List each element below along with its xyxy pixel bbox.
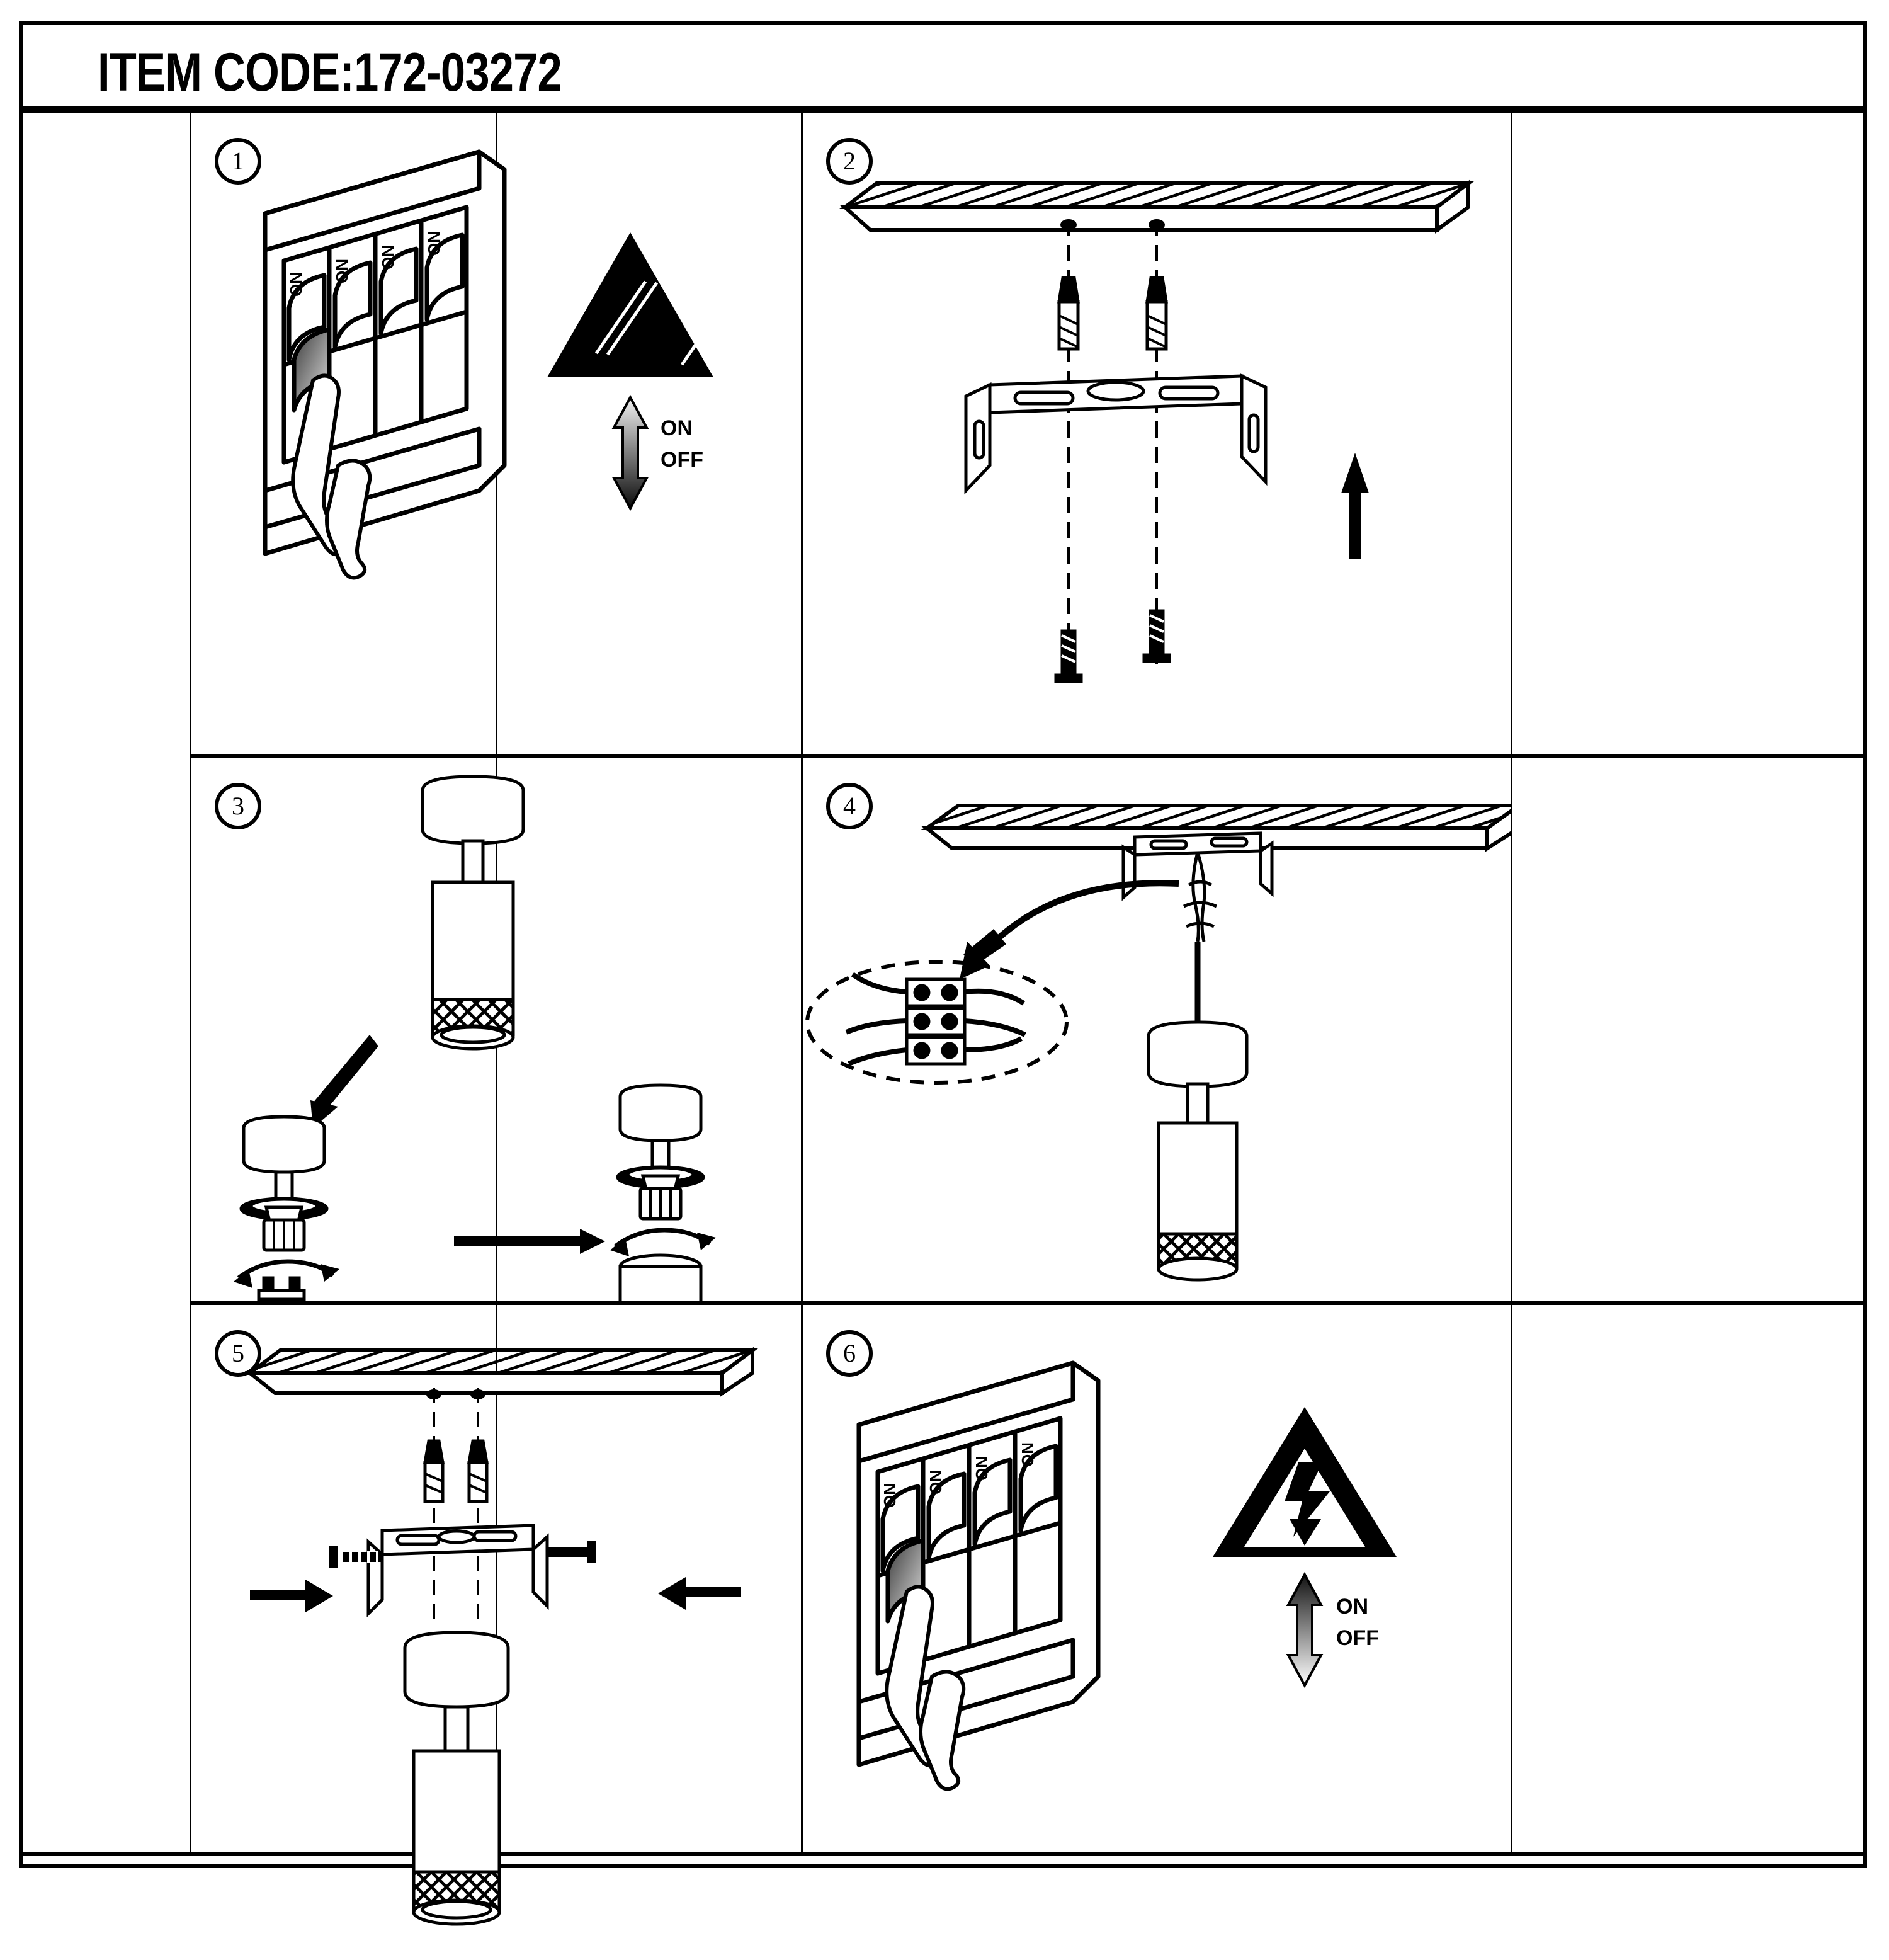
grid-divider-vertical-3: [801, 113, 803, 1852]
side-screw-right: [546, 1541, 596, 1563]
step-1-illustration: ON ON ON ON: [190, 113, 801, 754]
wire-bundle: [1183, 852, 1218, 1022]
step-2-illustration: [801, 113, 1511, 754]
grid-divider-horizontal-1: [190, 754, 1863, 758]
switch-label-2: ON: [926, 1470, 945, 1495]
mounted-bracket: [1121, 831, 1274, 901]
grid-divider-vertical-4: [1511, 113, 1512, 1852]
step-panel-5: 5: [190, 1305, 801, 1960]
step-marker-2: 2: [826, 138, 873, 185]
gu10-reflector-bulb-icon: [257, 1276, 306, 1301]
step-marker-4: 4: [826, 783, 873, 829]
screw-icon-2: [1142, 609, 1171, 663]
rocker-switches: [286, 232, 465, 413]
solid-black-triangle-icon: [547, 232, 713, 377]
wall-plug-icon-1: [423, 1439, 445, 1503]
screw-icon-1: [1054, 629, 1083, 683]
arrow-label-on: ON: [1336, 1595, 1368, 1619]
electrical-hazard-triangle-icon: [1213, 1407, 1397, 1557]
finger-icon: [291, 373, 372, 580]
switch-label-4: ON: [1018, 1442, 1037, 1467]
grid-bottom-rule: [23, 1852, 1863, 1856]
finger-icon: [885, 1585, 966, 1791]
arrow-label-off: OFF: [1336, 1626, 1379, 1650]
arrow-label-on: ON: [661, 416, 693, 440]
rotate-arrow-icon-left: [234, 1259, 339, 1288]
ceiling-hole-marks: [426, 1389, 485, 1399]
diagonal-insert-arrow-icon: [310, 1035, 378, 1128]
cylinder-spotlight: [403, 1631, 510, 1926]
dashed-ellipse-callout: [805, 960, 1069, 1085]
right-arrow-icon: [250, 1580, 333, 1612]
step-5-illustration: [190, 1305, 801, 1960]
u-shaped-mounting-bracket: [964, 373, 1268, 495]
switch-label-2: ON: [332, 259, 351, 283]
hanging-spotlight: [1147, 1020, 1249, 1282]
switch-label-3: ON: [378, 245, 397, 270]
step-panel-3: 3: [190, 758, 801, 1301]
curved-callout-arrow-icon: [981, 880, 1179, 955]
step-panel-6: 6: [801, 1305, 1511, 1960]
hatched-ceiling-slab: [921, 804, 1511, 852]
grid-divider-horizontal-2: [190, 1301, 1863, 1305]
step-3-illustration: [190, 758, 801, 1301]
wall-plug-icon-2: [467, 1439, 489, 1503]
lamp-holder-left: [239, 1115, 329, 1252]
rotate-arrow-icon-right: [610, 1228, 716, 1256]
curved-callout-arrowhead: [960, 929, 1006, 979]
rocker-switches: [880, 1444, 1058, 1624]
arrow-label-off: OFF: [661, 448, 703, 472]
grid-divider-vertical-1: [190, 113, 191, 1852]
switch-label-1: ON: [880, 1483, 899, 1508]
cylinder-body-right: [618, 1253, 703, 1301]
mounted-bracket: [366, 1524, 549, 1618]
left-arrow-icon: [658, 1577, 741, 1610]
step-marker-6: 6: [826, 1330, 873, 1377]
wall-plug-icon-1: [1057, 276, 1080, 351]
switch-on-labels: ON ON ON ON: [286, 231, 443, 297]
arrow-state-labels: ON OFF: [1336, 1595, 1379, 1650]
switch-label-4: ON: [424, 231, 443, 256]
solid-up-arrow-icon: [1341, 453, 1369, 559]
step-marker-1: 1: [215, 138, 261, 185]
step-6-illustration: ON ON ON ON: [801, 1305, 1511, 1960]
side-screw-left: [329, 1546, 382, 1568]
arrow-state-labels: ON OFF: [661, 416, 703, 472]
page-title: ITEM CODE:172-03272: [98, 42, 562, 103]
step-panel-4: 4: [801, 758, 1511, 1301]
hatched-ceiling-slab: [839, 179, 1474, 234]
ceiling-hole-marks: [1060, 219, 1165, 231]
steps-grid: 1: [23, 113, 1863, 1926]
double-headed-vertical-arrow-icon: [611, 394, 649, 511]
step-marker-3: 3: [215, 783, 261, 829]
assembly-axis-lines: [433, 1388, 479, 1620]
lamp-holder-right: [616, 1083, 705, 1221]
switch-on-labels: ON ON ON ON: [880, 1442, 1037, 1508]
wall-plug-icon-2: [1145, 276, 1168, 351]
switch-label-1: ON: [286, 272, 305, 297]
instruction-sheet: ITEM CODE:172-03272 1: [19, 21, 1867, 1926]
switch-label-3: ON: [972, 1456, 991, 1481]
hatched-ceiling-slab: [244, 1347, 758, 1397]
three-way-terminal-block: [905, 977, 967, 1066]
double-headed-vertical-arrow-icon: [1286, 1571, 1324, 1689]
step-panel-1: 1: [190, 113, 801, 754]
terminal-wires: [845, 972, 1026, 1066]
assembled-spotlight: [421, 775, 525, 1051]
sheet-header: ITEM CODE:172-03272: [23, 25, 1863, 113]
assembly-axis-lines: [1067, 220, 1158, 680]
step-4-illustration: [801, 758, 1511, 1301]
step-panel-2: 2: [801, 113, 1511, 754]
right-arrow-icon: [454, 1229, 605, 1254]
